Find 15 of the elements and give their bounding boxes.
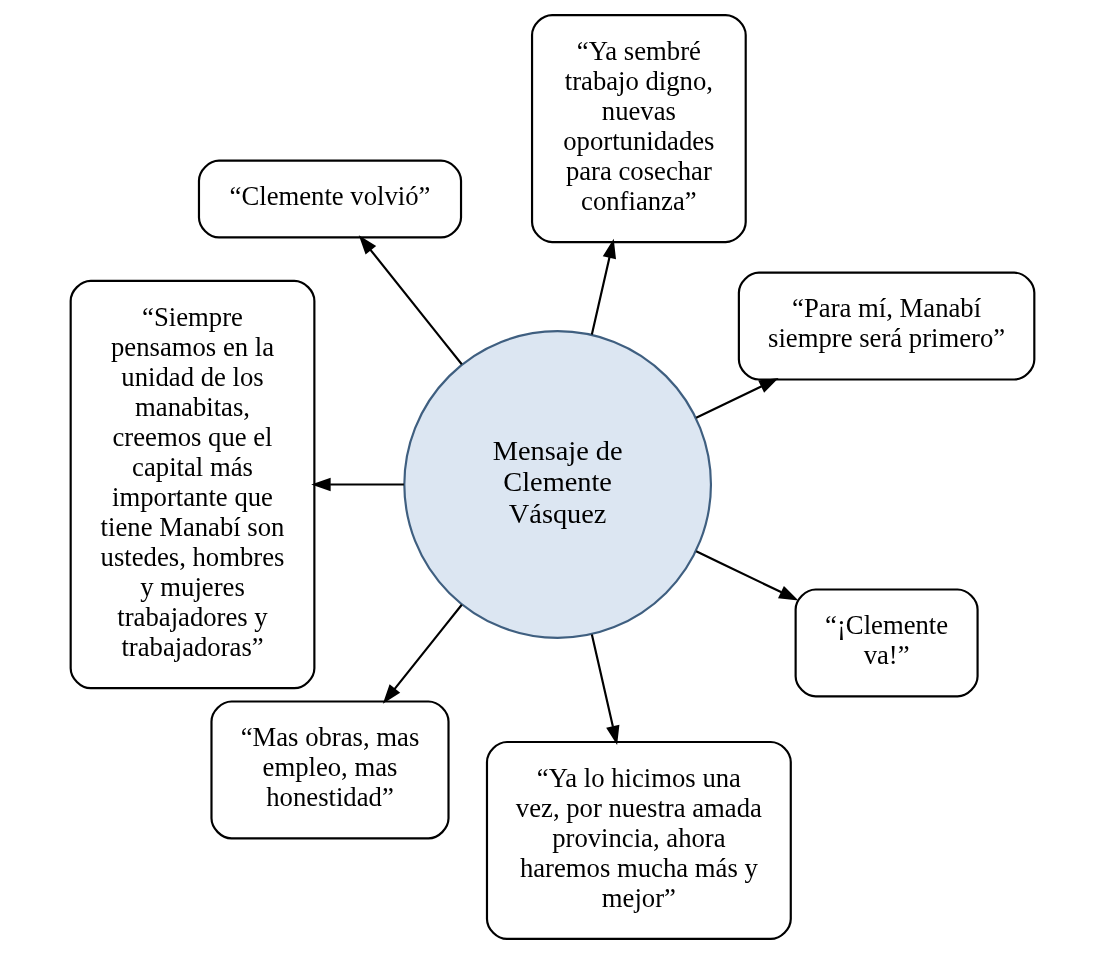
arrow [382, 604, 463, 704]
node-box: “¡Clemente va!” [794, 588, 979, 698]
node-box: “Para mí, Manabí siempre será primero” [737, 271, 1036, 381]
node-box: “Ya sembré trabajo digno, nuevas oportunidades para cosechar confianza” [530, 13, 747, 244]
arrow [590, 238, 616, 335]
arrow [590, 634, 620, 746]
arrow [695, 550, 799, 601]
arrow [358, 235, 463, 365]
arrow [695, 378, 779, 419]
node-box: “Clemente volvió” [197, 159, 463, 239]
node-box: “Siempre pensamos en la unidad de los manabitas, creemos que el capital más importante que tiene Manabí son ustedes, hombres y mujeres trabajadores y trabajadoras” [69, 279, 316, 690]
node-box: “Mas obras, mas empleo, mas honestidad” [210, 700, 450, 840]
arrow [311, 477, 404, 492]
node-box: “Ya lo hicimos una vez, por nuestra amada provincia, ahora haremos mucha más y mejor” [485, 740, 792, 941]
node-circle: Mensaje de Clemente Vásquez [403, 330, 713, 639]
